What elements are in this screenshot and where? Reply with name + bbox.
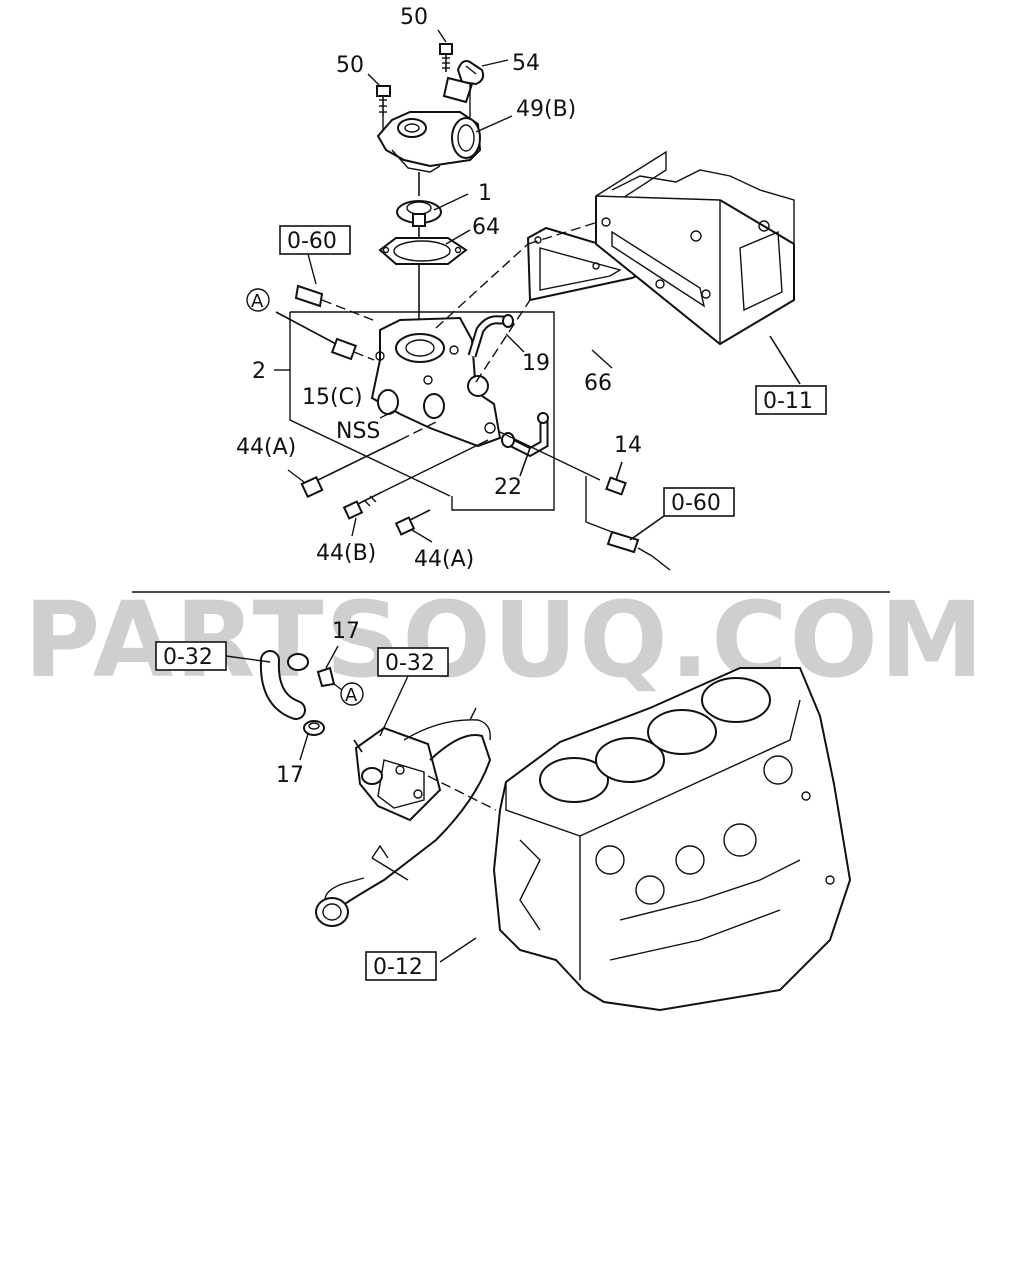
- watermark: PARTSOUQ.COM: [24, 579, 985, 701]
- ref-box-0-32-left[interactable]: 0-32: [155, 641, 227, 671]
- callout-44b: 44(B): [316, 541, 376, 566]
- pipe-22: [501, 412, 549, 477]
- svg-text:0-12: 0-12: [373, 955, 423, 980]
- callout-1: 1: [478, 181, 492, 206]
- thermostat-housing-49b: [376, 111, 482, 196]
- bolt-15c: [275, 311, 375, 361]
- callout-50-upper: 50: [400, 5, 428, 30]
- water-pump-assembly: [225, 645, 852, 1012]
- sensor-lower: [585, 476, 671, 571]
- bracket-54: [442, 60, 485, 122]
- svg-text:0-32: 0-32: [385, 651, 435, 676]
- sensor-upper: [294, 284, 379, 323]
- callout-15c: 15(C): [302, 385, 363, 410]
- svg-text:0-11: 0-11: [763, 389, 813, 414]
- water-pump: [353, 675, 442, 822]
- thermostat-1: [396, 200, 442, 238]
- callout-19: 19: [522, 351, 550, 376]
- callout-14: 14: [614, 433, 642, 458]
- bolt-44b: [342, 439, 489, 520]
- callout-a-upper: A: [246, 288, 270, 312]
- ref-box-0-32-right[interactable]: 0-32: [377, 647, 449, 677]
- bolt-50-upper: [439, 43, 453, 72]
- svg-text:0-32: 0-32: [163, 645, 213, 670]
- callout-labels: 50 50 54 49(B) 1 64 A 19 2 15(C) 66 NSS …: [236, 5, 642, 788]
- cylinder-block: [439, 667, 852, 1012]
- svg-text:0-60: 0-60: [287, 229, 337, 254]
- callout-a-lower: A: [333, 682, 364, 706]
- bolt-44a-left: [300, 419, 441, 499]
- clip-17-lower: [299, 720, 325, 761]
- svg-text:A: A: [345, 685, 358, 706]
- callout-54: 54: [512, 51, 540, 76]
- callout-66: 66: [584, 371, 612, 396]
- callout-17-upper: 17: [332, 619, 360, 644]
- gasket-64: [378, 237, 468, 334]
- callout-nss: NSS: [336, 419, 380, 444]
- callout-44a-right: 44(A): [414, 547, 474, 572]
- ref-box-0-12[interactable]: 0-12: [365, 951, 437, 981]
- callout-50-lower: 50: [336, 53, 364, 78]
- thermostat-assembly: [274, 29, 801, 571]
- ref-box-0-60-upper[interactable]: 0-60: [279, 225, 351, 255]
- cylinder-head: [595, 150, 801, 385]
- ref-box-0-11[interactable]: 0-11: [755, 385, 827, 415]
- callout-17-lower: 17: [276, 763, 304, 788]
- hose-upper: [225, 650, 309, 720]
- pipe-19: [467, 314, 514, 358]
- callout-44a-left: 44(A): [236, 435, 296, 460]
- thermostat-case-2: [289, 311, 555, 511]
- ref-box-0-60-lower[interactable]: 0-60: [663, 487, 735, 517]
- water-pipe: [315, 707, 492, 927]
- callout-49b: 49(B): [516, 97, 576, 122]
- callout-2: 2: [252, 359, 266, 384]
- bolt-44a-right: [394, 509, 431, 536]
- callout-22: 22: [494, 475, 522, 500]
- reference-boxes: 0-60 0-11 0-60 0-32 0-32 0-12: [155, 225, 827, 981]
- plug-14: [499, 431, 627, 496]
- svg-text:0-60: 0-60: [671, 491, 721, 516]
- callout-64: 64: [472, 215, 500, 240]
- svg-text:A: A: [251, 291, 264, 312]
